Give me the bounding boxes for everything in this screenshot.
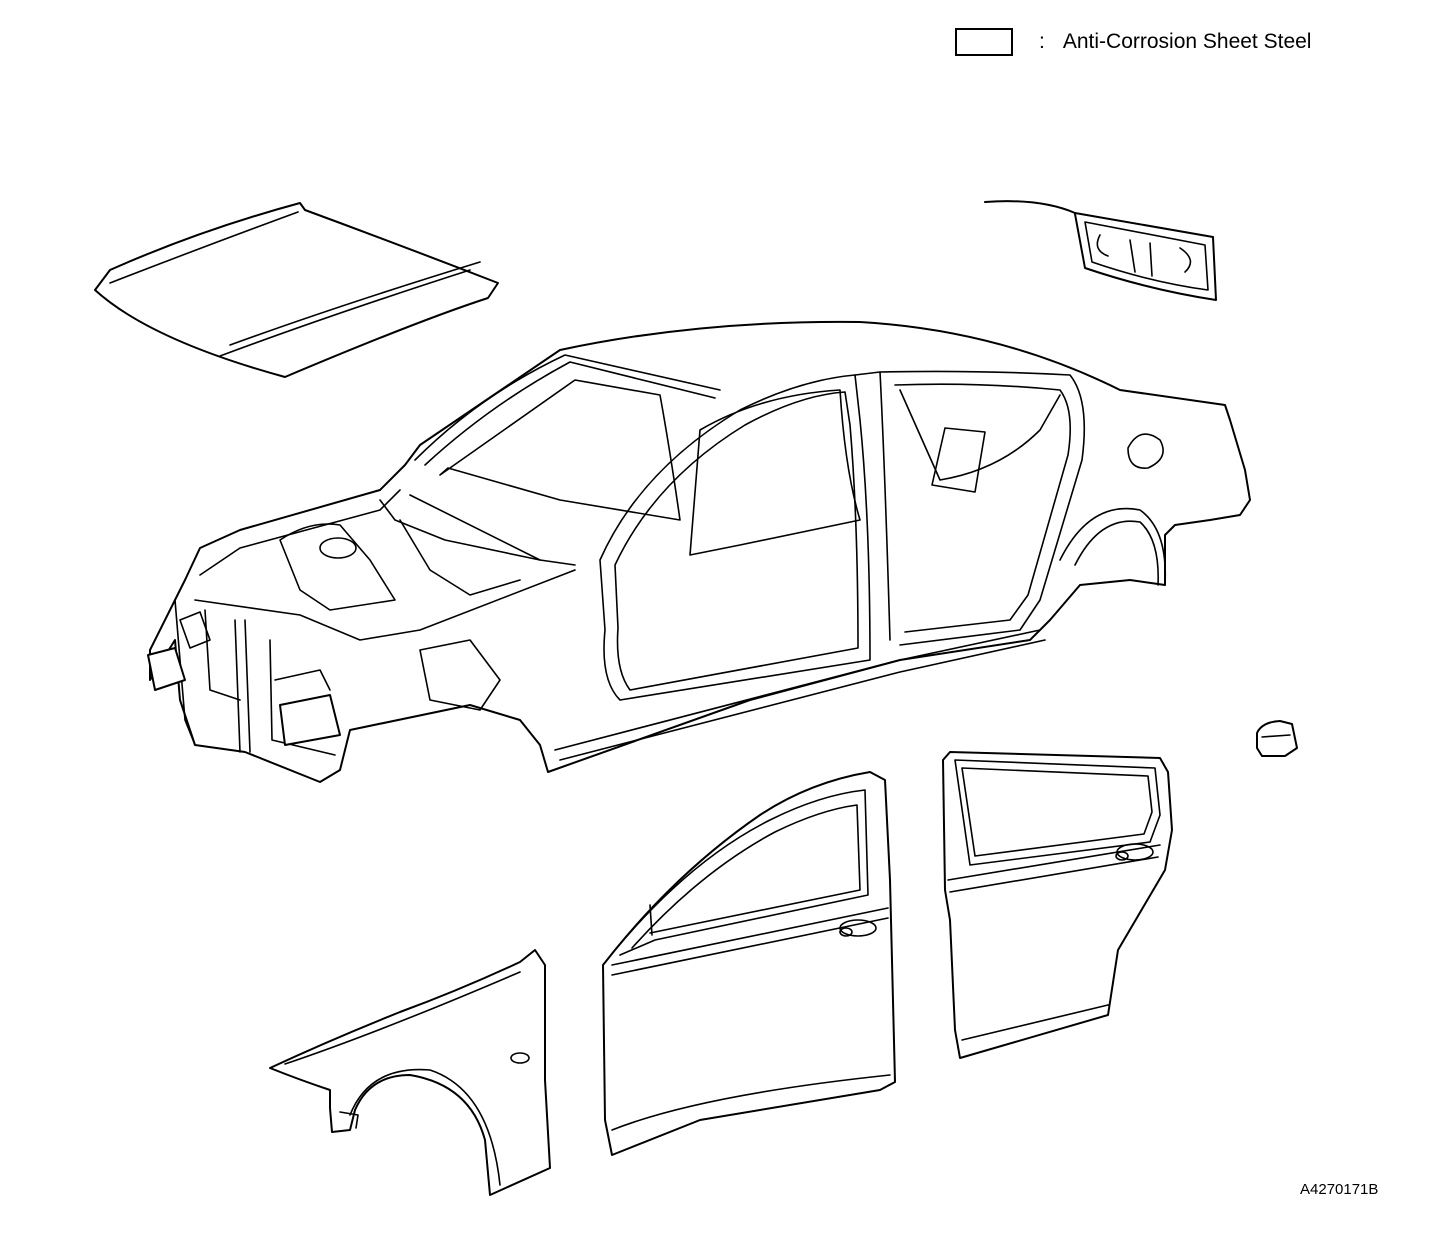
trunk-lid [984, 200, 1217, 301]
legend-label: Anti-Corrosion Sheet Steel [1062, 30, 1312, 53]
fuel-filler-lid [1256, 720, 1298, 757]
legend-swatch [955, 28, 1013, 56]
front-door [602, 771, 896, 1156]
legend: : Anti-Corrosion Sheet Steel [955, 26, 1311, 58]
hood [94, 202, 499, 378]
rear-door [942, 751, 1173, 1059]
legend-colon: : [1039, 30, 1045, 53]
body-shell [147, 320, 1251, 783]
figure-code: A4270171B [1300, 1181, 1379, 1198]
front-fender [269, 949, 551, 1196]
